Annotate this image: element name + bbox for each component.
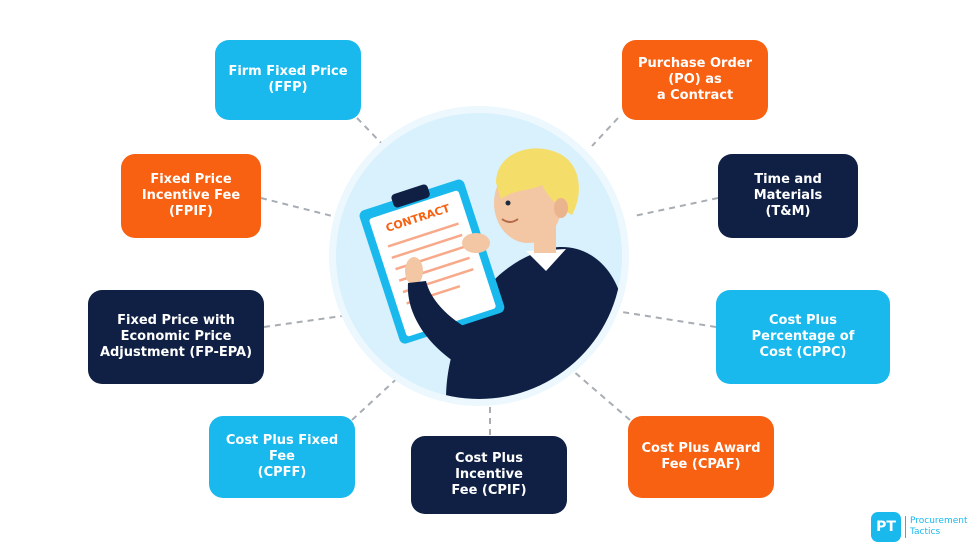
procurement-tactics-logo: PT Procurement Tactics	[871, 512, 968, 542]
contract-box-fpif[interactable]: Fixed Price Incentive Fee (FPIF)	[121, 154, 261, 238]
connector-po	[591, 117, 619, 147]
logo-mark: PT	[871, 512, 901, 542]
contract-box-tm[interactable]: Time and Materials (T&M)	[718, 154, 858, 238]
logo-line-2: Tactics	[910, 527, 941, 537]
connector-cpaf	[571, 369, 631, 421]
connector-tm	[633, 197, 719, 217]
connector-cppc	[621, 311, 717, 328]
contract-box-cpif[interactable]: Cost Plus Incentive Fee (CPIF)	[411, 436, 567, 514]
logo-wordmark: Procurement Tactics	[905, 516, 968, 538]
contract-box-ffp[interactable]: Firm Fixed Price (FFP)	[215, 40, 361, 120]
contract-box-fpepa[interactable]: Fixed Price with Economic Price Adjustme…	[88, 290, 264, 384]
contract-box-cppc[interactable]: Cost Plus Percentage of Cost (CPPC)	[716, 290, 890, 384]
connector-ffp	[356, 117, 385, 147]
connector-fpepa	[263, 314, 350, 328]
central-illustration: CONTRACT	[336, 113, 622, 399]
connector-fpif	[260, 197, 341, 219]
connector-cpff	[351, 371, 405, 421]
contract-box-po[interactable]: Purchase Order (PO) as a Contract	[622, 40, 768, 120]
businessman-with-contract-illustration: CONTRACT	[359, 148, 622, 399]
contract-box-cpaf[interactable]: Cost Plus Award Fee (CPAF)	[628, 416, 774, 498]
logo-line-1: Procurement	[910, 516, 968, 526]
contract-box-cpff[interactable]: Cost Plus Fixed Fee (CPFF)	[209, 416, 355, 498]
